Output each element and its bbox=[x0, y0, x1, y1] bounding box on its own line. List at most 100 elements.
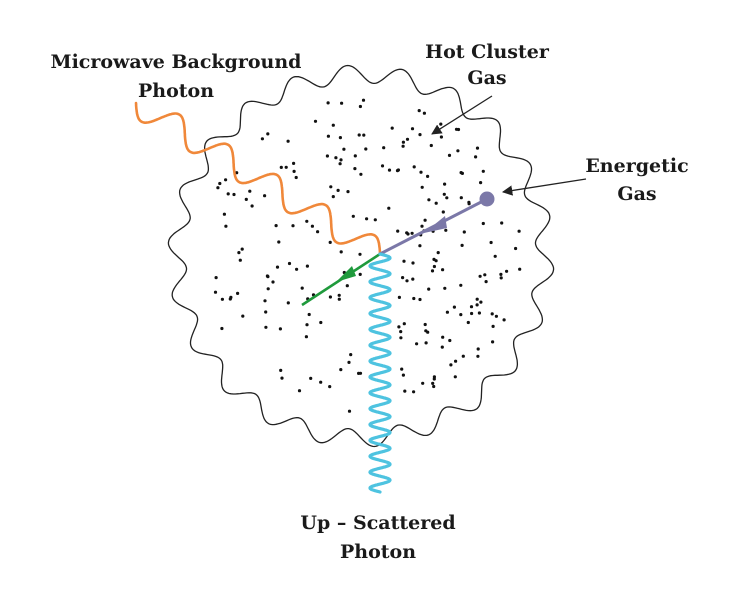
gas-dot bbox=[275, 265, 280, 269]
gas-dot bbox=[220, 297, 224, 301]
gas-dot bbox=[328, 240, 332, 244]
gas-dot bbox=[337, 297, 341, 301]
gas-dot bbox=[226, 192, 230, 196]
gas-dot bbox=[260, 137, 264, 141]
gas-dot bbox=[427, 287, 431, 291]
gas-dot bbox=[443, 182, 447, 186]
gas-dot bbox=[454, 359, 458, 363]
energetic-label-line2: Gas bbox=[617, 183, 656, 205]
gas-dot bbox=[349, 353, 353, 357]
gas-dot bbox=[405, 137, 410, 141]
gas-dot bbox=[387, 206, 391, 210]
gas-dot bbox=[218, 181, 222, 186]
gas-dot bbox=[443, 286, 447, 290]
gas-dot bbox=[439, 135, 443, 139]
gas-dot bbox=[499, 272, 503, 276]
gas-dot bbox=[449, 363, 453, 367]
gas-dot bbox=[505, 269, 509, 273]
gas-dot bbox=[401, 276, 405, 280]
up-scattered-photon-wave bbox=[368, 252, 392, 494]
gas-dot bbox=[358, 104, 362, 109]
gas-dot bbox=[475, 303, 479, 307]
gas-dots bbox=[213, 98, 522, 413]
gas-dot bbox=[362, 133, 366, 137]
gas-dot bbox=[445, 196, 449, 200]
gas-dot bbox=[400, 367, 404, 371]
gas-dot bbox=[238, 258, 242, 262]
gas-dot bbox=[399, 336, 403, 340]
gas-dot bbox=[228, 297, 232, 301]
gas-dot bbox=[459, 196, 463, 200]
gas-dot bbox=[422, 111, 426, 115]
gas-dot bbox=[518, 267, 522, 271]
gas-dot bbox=[418, 297, 422, 302]
gas-dot bbox=[214, 276, 218, 280]
gas-dot bbox=[478, 274, 482, 278]
gas-dot bbox=[236, 291, 240, 295]
gas-dot bbox=[328, 385, 332, 389]
gas-dot bbox=[358, 252, 362, 256]
gas-dot bbox=[418, 244, 422, 248]
gas-dot bbox=[286, 139, 290, 143]
gas-dot bbox=[470, 311, 474, 316]
gas-dot bbox=[339, 368, 343, 372]
gas-dot bbox=[402, 322, 406, 326]
gas-dot bbox=[334, 156, 338, 160]
gas-dot bbox=[316, 230, 320, 234]
gas-dot bbox=[403, 389, 407, 393]
gas-dot bbox=[263, 299, 267, 303]
gas-dot bbox=[432, 264, 436, 269]
gas-dot bbox=[432, 384, 436, 389]
gas-dot bbox=[481, 169, 485, 173]
gas-dot bbox=[426, 174, 430, 178]
gas-dot bbox=[477, 311, 481, 315]
gas-dot bbox=[248, 189, 252, 193]
gas-dot bbox=[429, 143, 433, 148]
gas-dot bbox=[453, 375, 457, 379]
gas-dot bbox=[461, 354, 465, 358]
gas-dot bbox=[467, 202, 471, 206]
gas-dot bbox=[347, 360, 351, 364]
gas-dot bbox=[434, 201, 438, 205]
gas-dot bbox=[405, 231, 409, 235]
gas-dot bbox=[347, 409, 352, 413]
gas-dot bbox=[380, 164, 385, 168]
gas-dot bbox=[345, 284, 349, 288]
gas-dot bbox=[338, 162, 342, 166]
gas-dot bbox=[420, 224, 424, 228]
gas-dot bbox=[489, 240, 493, 245]
energetic-label-line1: Energetic bbox=[585, 155, 688, 177]
gas-dot bbox=[430, 269, 435, 273]
microwave-label-line2: Photon bbox=[138, 80, 214, 102]
gas-dot bbox=[271, 280, 275, 284]
gas-dot bbox=[339, 158, 343, 162]
gas-dot bbox=[279, 368, 283, 372]
scattered-electron-arrow-head bbox=[336, 266, 356, 282]
gas-dot bbox=[358, 272, 362, 276]
gas-dot bbox=[448, 338, 452, 343]
gas-dot bbox=[439, 122, 443, 126]
gas-dot bbox=[346, 190, 350, 194]
gas-dot bbox=[357, 133, 361, 137]
gas-dot bbox=[423, 322, 427, 327]
gas-dot bbox=[441, 210, 445, 214]
gas-dot bbox=[475, 146, 480, 150]
cluster-outline bbox=[167, 64, 555, 448]
gas-dot bbox=[401, 373, 405, 377]
gas-dot bbox=[353, 154, 357, 158]
gas-dot bbox=[436, 251, 440, 255]
gas-dot bbox=[307, 312, 311, 317]
gas-dot bbox=[337, 293, 341, 297]
gas-dot bbox=[459, 283, 463, 287]
gas-dot bbox=[331, 195, 335, 199]
hot-gas-pointer-arrow bbox=[431, 95, 493, 135]
gas-dot bbox=[411, 261, 415, 265]
gas-dot bbox=[387, 168, 392, 172]
gas-dot bbox=[460, 243, 464, 247]
gas-dot bbox=[462, 230, 466, 234]
gas-dot bbox=[415, 342, 419, 346]
gas-dot bbox=[364, 147, 368, 151]
gas-dot bbox=[361, 98, 366, 102]
gas-dot bbox=[421, 381, 425, 385]
